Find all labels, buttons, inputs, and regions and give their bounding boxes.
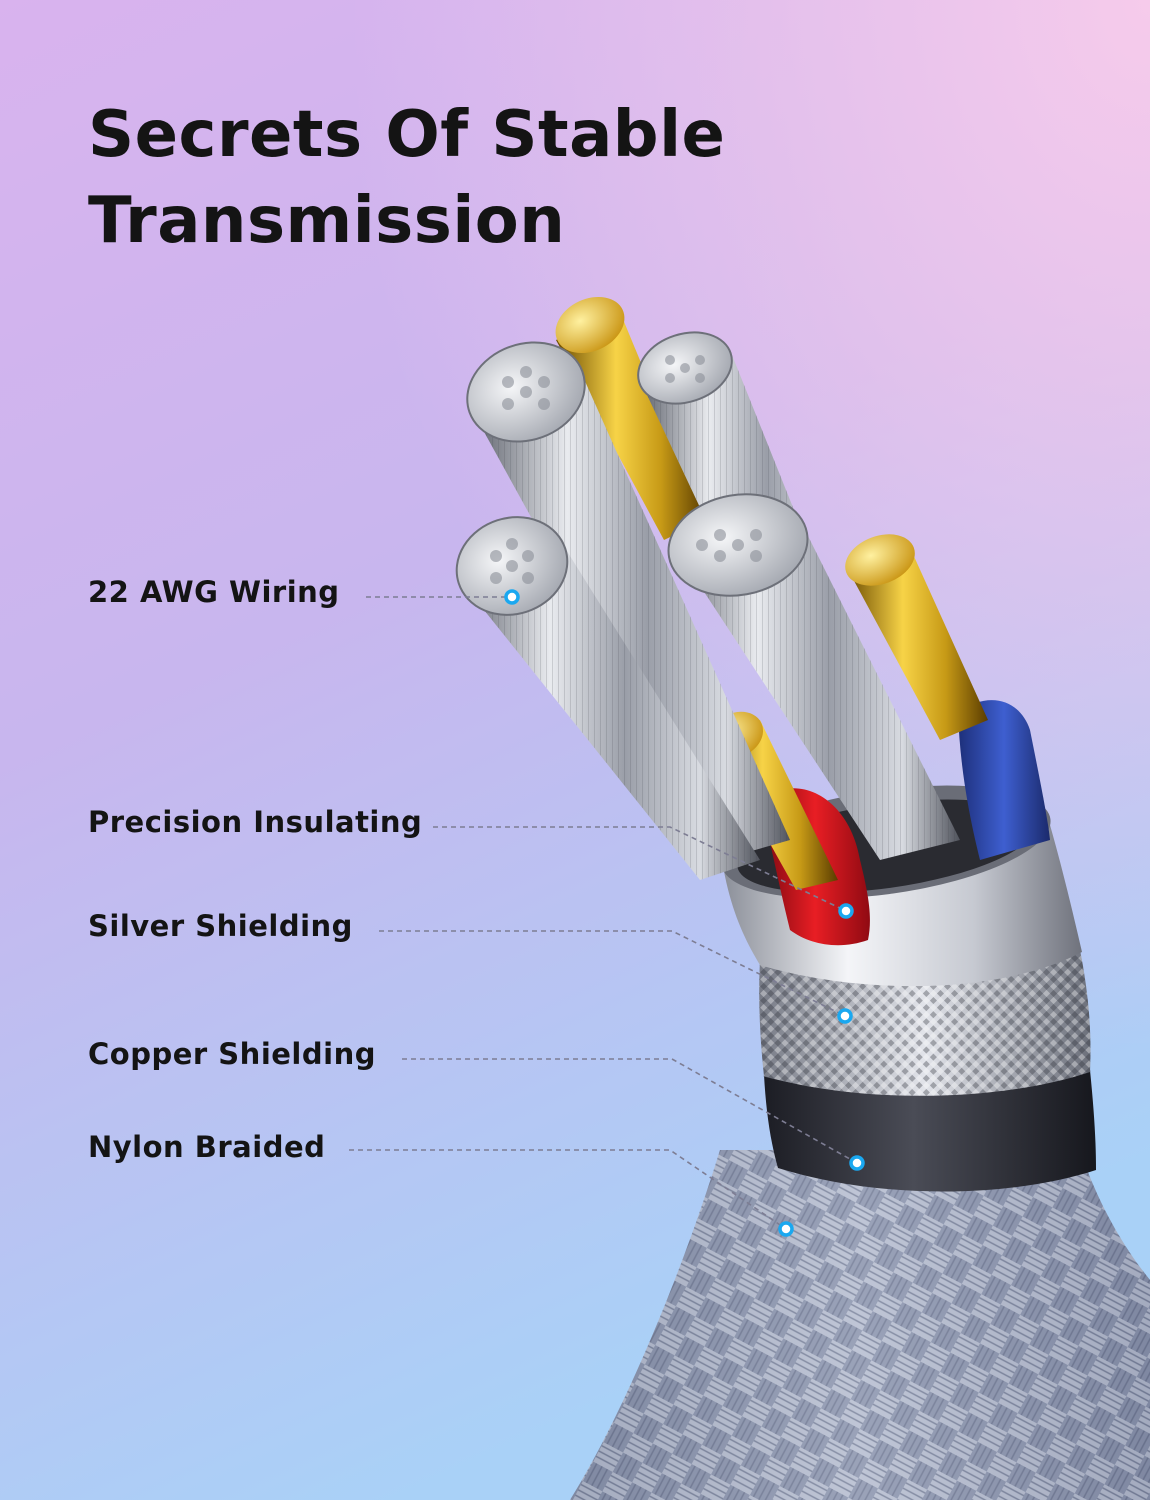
marker-dot-insulating xyxy=(838,903,854,919)
leader-lines xyxy=(349,596,858,1230)
knurled-band xyxy=(759,950,1091,1096)
blue-insulated-core xyxy=(958,700,1050,860)
stranded-wire-bundles xyxy=(455,331,960,880)
marker-dots xyxy=(504,589,865,1237)
title-line-1: Secrets Of Stable xyxy=(88,98,726,172)
leader-line-nylon xyxy=(349,1149,787,1230)
callout-label-insulating: Precision Insulating xyxy=(88,805,423,839)
callout-label-silver: Silver Shielding xyxy=(88,909,353,943)
marker-dot-copper xyxy=(849,1155,865,1171)
leader-line-insulating xyxy=(433,826,847,912)
marker-dot-wiring xyxy=(504,589,520,605)
title-line-2: Transmission xyxy=(88,184,566,258)
leader-line-silver xyxy=(379,930,846,1017)
nylon-braided-jacket xyxy=(570,1150,1150,1500)
page-title: Secrets Of Stable Transmission xyxy=(88,92,725,264)
marker-dot-silver xyxy=(837,1008,853,1024)
marker-dot-nylon xyxy=(778,1221,794,1237)
callout-label-wiring: 22 AWG Wiring xyxy=(88,575,340,609)
callout-label-nylon: Nylon Braided xyxy=(88,1130,326,1164)
callout-label-copper: Copper Shielding xyxy=(88,1037,376,1071)
leader-line-copper xyxy=(402,1058,858,1164)
